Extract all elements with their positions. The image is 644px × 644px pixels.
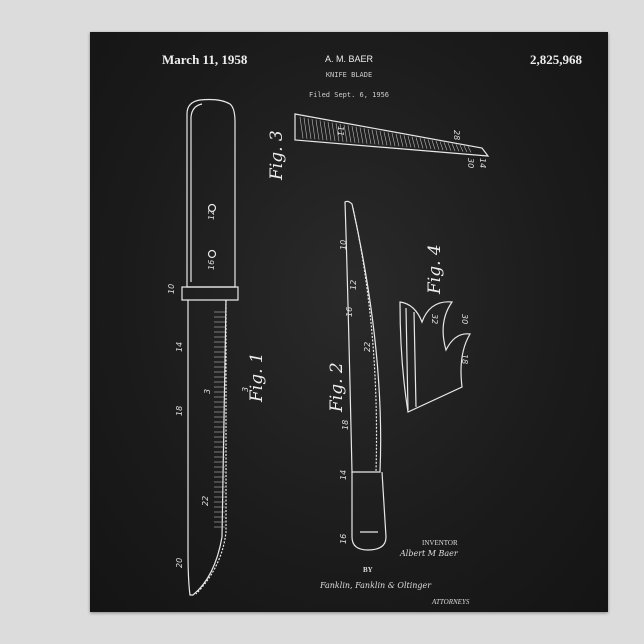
hatch-line <box>323 121 328 141</box>
svg-text:16: 16 <box>345 307 354 317</box>
svg-text:3: 3 <box>241 387 250 392</box>
hatch-line <box>407 135 412 148</box>
attorneys-label: ATTORNEYS <box>431 598 470 606</box>
svg-text:18: 18 <box>175 406 184 416</box>
hatch-line <box>391 133 396 147</box>
inventor-signature: Albert M Baer <box>399 549 459 558</box>
svg-text:22: 22 <box>201 496 210 506</box>
hatch-line <box>363 128 368 144</box>
by-label: BY <box>363 566 373 574</box>
svg-text:32: 32 <box>430 314 439 324</box>
filed-date: Filed Sept. 6, 1956 <box>308 91 390 99</box>
svg-text:18: 18 <box>460 354 469 364</box>
hatch-line <box>359 127 364 144</box>
svg-text:12: 12 <box>207 210 216 220</box>
hatch-line <box>403 135 408 148</box>
svg-text:12: 12 <box>349 280 358 290</box>
hatch-line <box>307 118 312 140</box>
fig4-label: Fig. 4 <box>425 244 445 295</box>
hatch-line <box>455 144 460 152</box>
hatch-line <box>399 134 404 147</box>
hatch-line <box>463 145 468 153</box>
hatch-line <box>367 128 372 145</box>
hatch-line <box>435 140 440 150</box>
fig2-label: Fig. 2 <box>327 362 347 413</box>
fig3-numerals: 11 28 30 14 <box>336 126 487 168</box>
svg-text:22: 22 <box>363 342 372 352</box>
fig4-numerals: 32 30 18 <box>430 314 469 364</box>
patent-number: 2,825,968 <box>530 52 582 67</box>
hatch-line <box>451 143 456 152</box>
hatch-line <box>299 116 304 139</box>
inventor-label: INVENTOR <box>422 539 458 547</box>
hatch-line <box>335 123 340 142</box>
hatch-line <box>431 140 436 150</box>
hatch-line <box>419 137 424 149</box>
fig3-label: Fig. 3 <box>267 130 287 181</box>
hatch-line <box>415 137 420 149</box>
hatch-line <box>319 120 324 141</box>
hatch-line <box>371 129 376 145</box>
svg-text:18: 18 <box>341 420 350 430</box>
hatch-line <box>443 142 448 151</box>
hatch-line <box>351 125 356 143</box>
hatch-line <box>459 144 464 152</box>
patent-drawing: Fig. 1 12 16 10 14 3 18 22 20 3 Fig. 2 1… <box>167 98 490 606</box>
hatch-line <box>387 132 392 146</box>
svg-text:14: 14 <box>478 158 487 168</box>
svg-text:30: 30 <box>466 158 475 168</box>
hatch-line <box>311 118 316 140</box>
fig1-knife <box>181 98 239 596</box>
svg-text:10: 10 <box>167 284 176 294</box>
fig4-serration-detail <box>399 301 471 413</box>
svg-text:16: 16 <box>339 534 348 544</box>
svg-text:14: 14 <box>175 342 184 352</box>
fig1-label: Fig. 1 <box>247 352 267 403</box>
hatch-line <box>447 142 452 151</box>
svg-text:3: 3 <box>203 389 212 394</box>
svg-text:20: 20 <box>175 558 184 568</box>
patent-date: March 11, 1958 <box>162 52 248 67</box>
patent-title: KNIFE BLADE <box>325 71 373 79</box>
hatch-line <box>331 122 336 142</box>
hatch-line <box>439 141 444 151</box>
hatch-line <box>347 125 352 143</box>
hatch-line <box>427 139 432 150</box>
fig2-knife <box>344 200 387 551</box>
svg-text:30: 30 <box>460 314 469 324</box>
hatch-line <box>375 130 380 145</box>
attorney-signature: Fanklin, Fanklin & Oltinger <box>319 581 432 590</box>
hatch-line <box>411 136 416 148</box>
hatch-line <box>303 117 308 139</box>
hatch-line <box>379 130 384 146</box>
hatch-line <box>355 126 360 144</box>
hatch-line <box>395 133 400 147</box>
hatch-line <box>327 121 332 141</box>
svg-text:16: 16 <box>207 260 216 270</box>
hatch-line <box>423 138 428 149</box>
svg-text:28: 28 <box>452 130 461 140</box>
fig3-blade-section <box>294 113 490 157</box>
fig2-numerals: 10 12 16 22 18 14 16 <box>339 240 372 544</box>
svg-text:10: 10 <box>339 240 348 250</box>
chalkboard-poster: March 11, 1958 A. M. BAER KNIFE BLADE Fi… <box>90 32 608 612</box>
hatch-line <box>339 123 344 142</box>
svg-text:14: 14 <box>339 470 348 480</box>
hatch-line <box>343 124 348 143</box>
hatch-line <box>467 146 472 153</box>
svg-text:11: 11 <box>336 126 345 136</box>
inventor-name: A. M. BAER <box>324 54 373 64</box>
hatch-line <box>383 131 388 146</box>
hatch-line <box>315 119 320 140</box>
fig1-numerals: 12 16 10 14 3 18 22 20 3 <box>167 210 250 568</box>
